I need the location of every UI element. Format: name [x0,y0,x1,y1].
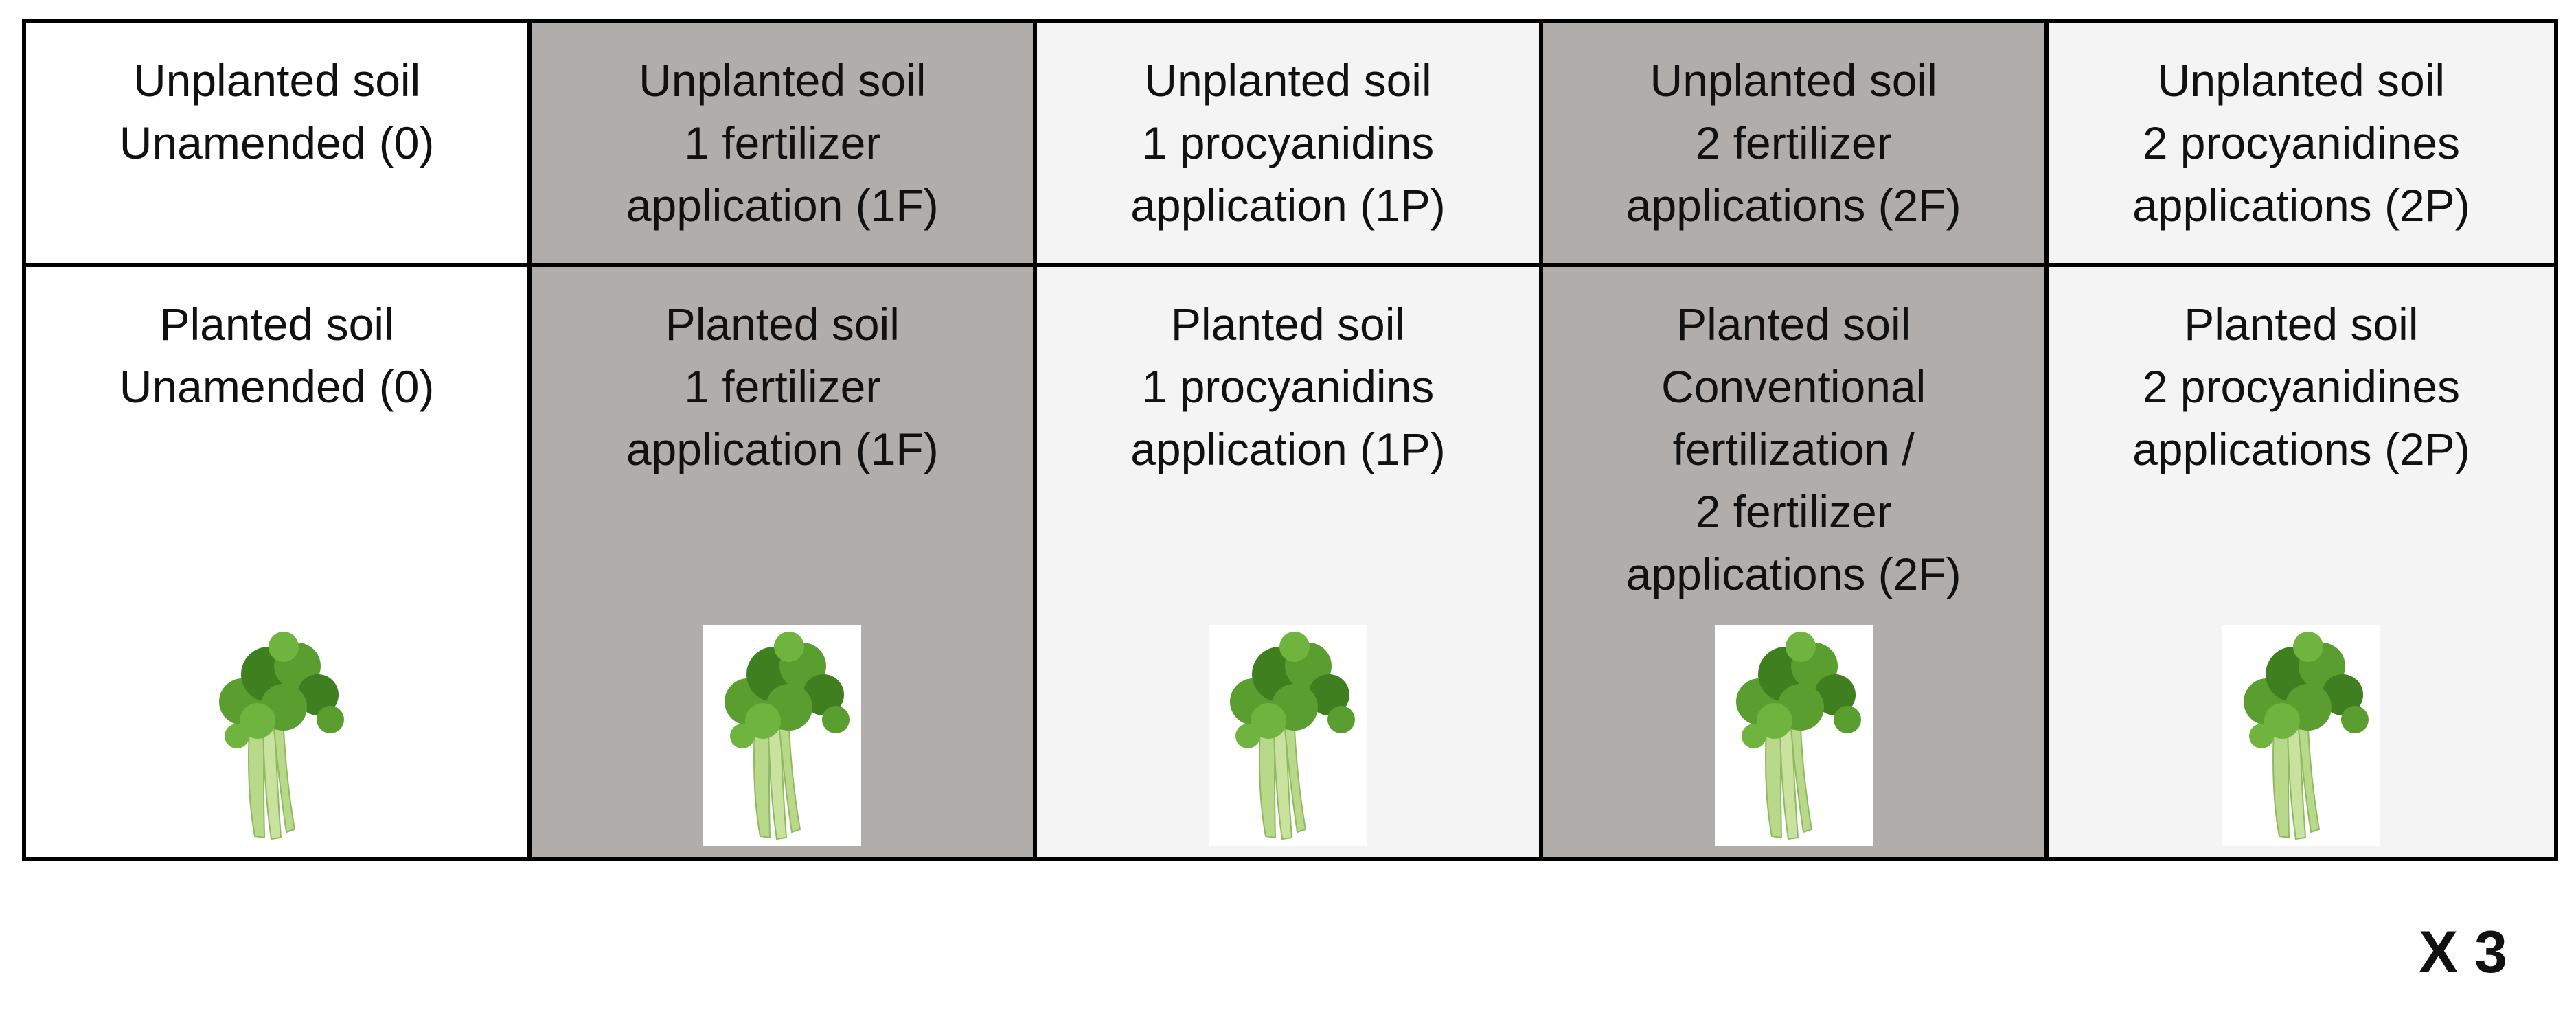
cell-unplanted-1f: Unplanted soil 1 fertilizer application … [532,23,1038,267]
cell-label: Planted soil 1 procyanidins application … [1130,299,1446,474]
cell-label: Unplanted soil 1 fertilizer application … [626,55,939,231]
cell-label: Unplanted soil Unamended (0) [119,55,435,168]
cell-planted-1p: Planted soil 1 procyanidins application … [1037,267,1543,857]
cell-planted-2f-conventional: Planted soil Conventional fertilization … [1542,267,2049,857]
cell-unplanted-unamended: Unplanted soil Unamended (0) [26,23,532,267]
celery-icon [1714,625,1873,846]
celery-icon [703,625,862,846]
celery-icon [1209,625,1367,846]
cell-planted-2p: Planted soil 2 procyanidines application… [2048,267,2554,857]
celery-icon [2222,625,2380,846]
cell-unplanted-2p: Unplanted soil 2 procyanidines applicati… [2048,23,2554,267]
treatment-grid: Unplanted soil Unamended (0) Unplanted s… [22,19,2558,861]
cell-label: Planted soil 1 fertilizer application (1… [626,299,939,474]
cell-label: Planted soil Unamended (0) [119,299,435,412]
celery-icon [198,625,356,846]
cell-unplanted-1p: Unplanted soil 1 procyanidins applicatio… [1037,23,1543,267]
cell-label: Planted soil Conventional fertilization … [1626,299,1961,599]
replicate-multiplier: X 3 [2418,919,2507,985]
cell-label: Planted soil 2 procyanidines application… [2132,299,2470,474]
cell-label: Unplanted soil 2 procyanidines applicati… [2132,55,2470,231]
cell-label: Unplanted soil 1 procyanidins applicatio… [1130,55,1446,231]
cell-planted-unamended: Planted soil Unamended (0) [26,267,532,857]
cell-label: Unplanted soil 2 fertilizer applications… [1626,55,1961,231]
cell-planted-1f: Planted soil 1 fertilizer application (1… [532,267,1038,857]
cell-unplanted-2f: Unplanted soil 2 fertilizer applications… [1542,23,2049,267]
